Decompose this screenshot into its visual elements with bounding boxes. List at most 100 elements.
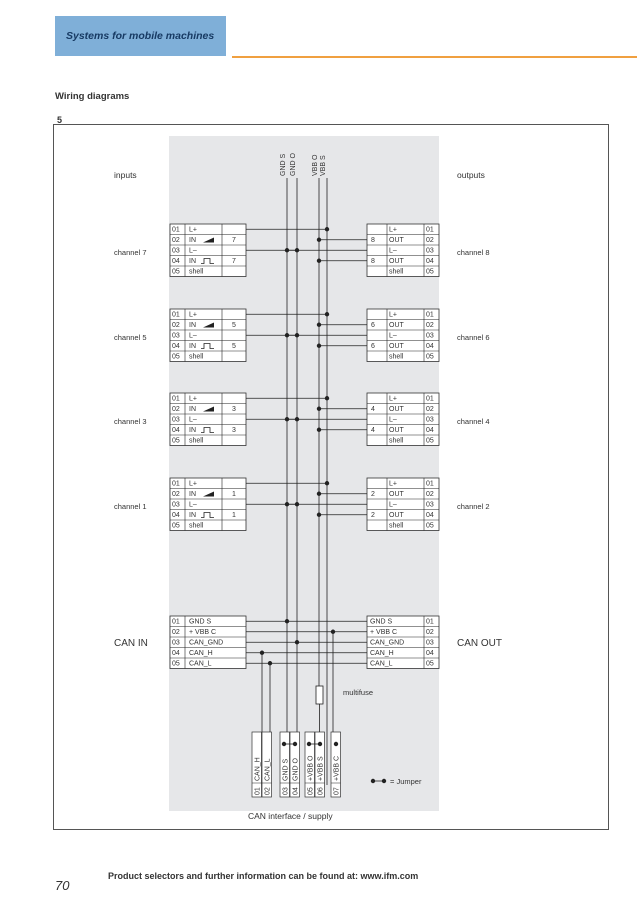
pin-signal: CAN_GND bbox=[189, 640, 223, 647]
bottom-pin-signal: +VBB C bbox=[334, 756, 341, 781]
pin-signal: shell bbox=[389, 269, 404, 276]
pin-number: 02 bbox=[426, 322, 434, 329]
section-title: Wiring diagrams bbox=[55, 91, 130, 102]
pin-signal: + VBB C bbox=[189, 629, 216, 636]
pulse-input-symbol bbox=[201, 427, 214, 433]
channel-number: 1 bbox=[232, 491, 236, 498]
pin-number: 05 bbox=[426, 438, 434, 445]
pin-signal: L– bbox=[389, 417, 397, 424]
pin-number: 02 bbox=[426, 237, 434, 244]
bottom-pin-number: 01 bbox=[255, 787, 262, 795]
pin-signal: + VBB C bbox=[370, 629, 397, 636]
junction-dot bbox=[316, 491, 322, 496]
junction-dot bbox=[317, 741, 323, 747]
pin-number: 05 bbox=[426, 523, 434, 530]
pin-signal: L+ bbox=[189, 312, 197, 319]
input-channel-label: channel 7 bbox=[114, 248, 147, 257]
bottom-pin bbox=[251, 731, 262, 798]
input-connector bbox=[169, 392, 247, 446]
pin-signal: CAN_H bbox=[189, 650, 213, 657]
footer-text: Product selectors and further informatio… bbox=[108, 871, 419, 881]
junction-dot bbox=[292, 741, 298, 747]
header-rule bbox=[232, 56, 637, 58]
junction-dot bbox=[316, 406, 322, 411]
pin-number: 01 bbox=[426, 396, 434, 403]
analog-input-symbol bbox=[203, 491, 214, 497]
pin-signal: OUT bbox=[389, 427, 405, 434]
pin-signal: L– bbox=[189, 502, 197, 509]
pin-signal: OUT bbox=[389, 258, 405, 265]
bottom-pin-signal: +VBB S bbox=[318, 756, 325, 781]
pin-number: 04 bbox=[426, 512, 434, 519]
input-connector bbox=[169, 308, 247, 362]
bottom-pin-number: 06 bbox=[318, 787, 325, 795]
pin-signal: IN bbox=[189, 237, 196, 244]
bottom-pin-number: 04 bbox=[293, 787, 300, 795]
channel-number: 7 bbox=[232, 258, 236, 265]
bottom-pin bbox=[314, 731, 325, 798]
pin-signal: L– bbox=[189, 333, 197, 340]
junction-dot bbox=[324, 481, 330, 486]
junction-dot bbox=[294, 640, 300, 645]
can-interface-label: CAN interface / supply bbox=[248, 811, 333, 821]
pin-number: 04 bbox=[426, 427, 434, 434]
junction-dot bbox=[333, 741, 339, 747]
channel-number: 2 bbox=[371, 512, 375, 519]
pulse-input-symbol bbox=[201, 258, 214, 264]
bus-label: VBB S bbox=[320, 155, 327, 176]
channel-number: 5 bbox=[232, 343, 236, 350]
pulse-input-symbol bbox=[201, 512, 214, 518]
bottom-pin bbox=[279, 731, 290, 798]
pin-signal: L+ bbox=[389, 312, 397, 319]
pin-number: 02 bbox=[172, 629, 180, 636]
junction-dot bbox=[316, 322, 322, 327]
bottom-pin-signal: CAN_H bbox=[255, 757, 262, 781]
pulse-input-symbol bbox=[201, 343, 214, 349]
bottom-pin bbox=[289, 731, 300, 798]
page-number: 70 bbox=[55, 878, 70, 893]
bottom-pin-signal: +VBB O bbox=[308, 755, 315, 781]
junction-dot bbox=[381, 778, 387, 784]
pin-number: 01 bbox=[172, 312, 180, 319]
input-channel-label: channel 5 bbox=[114, 333, 147, 342]
pin-number: 03 bbox=[172, 248, 180, 255]
can-out-label: CAN OUT bbox=[457, 638, 502, 649]
channel-number: 8 bbox=[371, 258, 375, 265]
pin-number: 05 bbox=[172, 269, 180, 276]
pin-number: 03 bbox=[172, 417, 180, 424]
pin-signal: shell bbox=[389, 438, 404, 445]
banner-title: Systems for mobile machines bbox=[66, 30, 215, 42]
inputs-label: inputs bbox=[114, 170, 137, 180]
bottom-pin-number: 07 bbox=[334, 787, 341, 795]
bottom-pin-signal: CAN_L bbox=[265, 758, 272, 781]
pin-number: 05 bbox=[172, 438, 180, 445]
pin-signal: IN bbox=[189, 491, 196, 498]
pin-number: 01 bbox=[426, 619, 434, 626]
junction-dot bbox=[316, 343, 322, 348]
pin-number: 04 bbox=[426, 258, 434, 265]
pin-signal: L+ bbox=[389, 481, 397, 488]
pin-number: 05 bbox=[172, 661, 180, 668]
pin-signal: shell bbox=[389, 523, 404, 530]
pin-signal: L– bbox=[189, 248, 197, 255]
pin-number: 01 bbox=[172, 227, 180, 234]
channel-number: 1 bbox=[232, 512, 236, 519]
pin-signal: IN bbox=[189, 406, 196, 413]
output-channel-label: channel 4 bbox=[457, 417, 490, 426]
pin-number: 04 bbox=[172, 427, 180, 434]
pin-signal: OUT bbox=[389, 512, 405, 519]
bottom-pin bbox=[330, 731, 341, 798]
channel-number: 4 bbox=[371, 406, 375, 413]
pin-number: 01 bbox=[172, 481, 180, 488]
output-channel-label: channel 6 bbox=[457, 333, 490, 342]
junction-dot bbox=[324, 227, 330, 232]
pin-signal: OUT bbox=[389, 406, 405, 413]
pin-number: 03 bbox=[426, 333, 434, 340]
pin-number: 05 bbox=[172, 354, 180, 361]
pin-number: 03 bbox=[426, 417, 434, 424]
bottom-pin bbox=[304, 731, 315, 798]
pin-number: 01 bbox=[426, 227, 434, 234]
pin-signal: shell bbox=[389, 354, 404, 361]
channel-number: 3 bbox=[232, 406, 236, 413]
